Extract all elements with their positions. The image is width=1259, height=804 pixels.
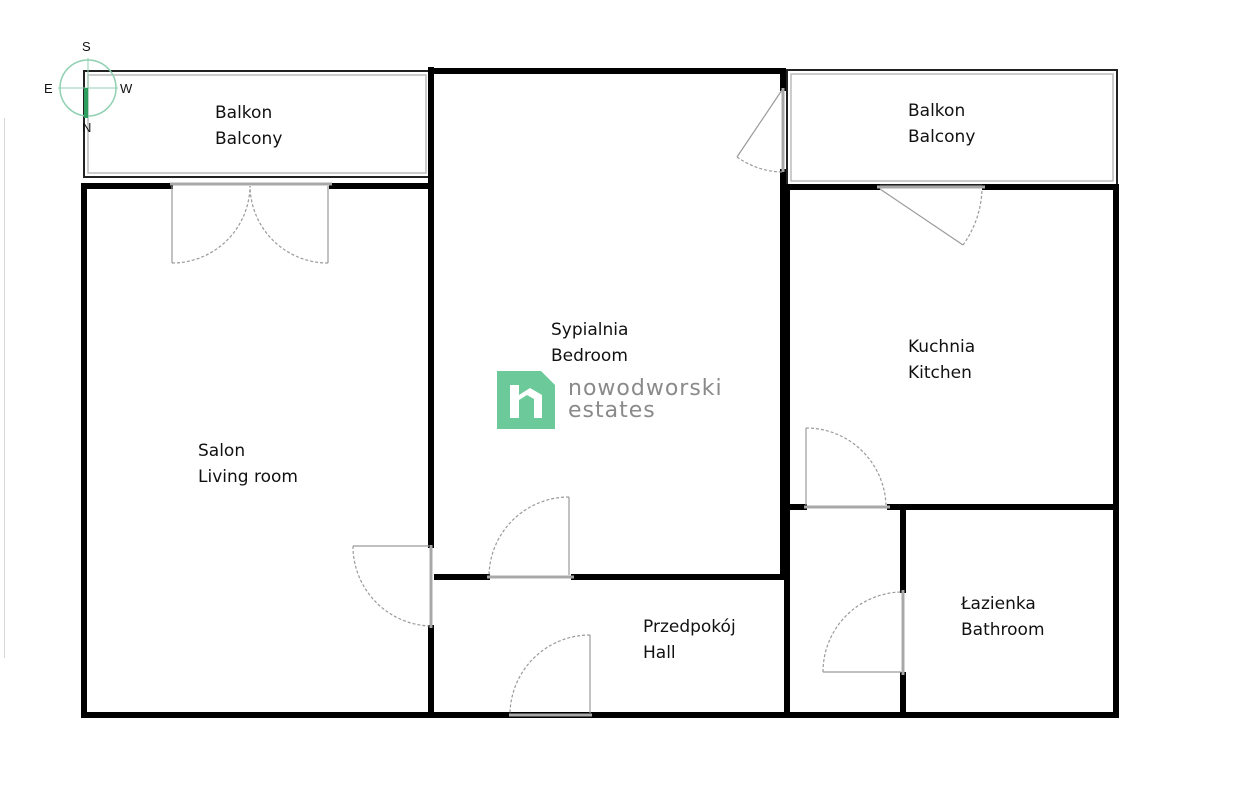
room-name-pl: Łazienka [961,594,1036,614]
room-name-pl: Balkon [215,103,273,123]
compass-south-label: S [82,39,91,54]
room-name-pl: Sypialnia [551,320,629,340]
brand-logo: nowodworski estates [497,371,723,429]
room-label-hall: Przedpokój Hall [643,614,736,666]
compass-east-label: E [44,81,53,96]
room-name-en: Kitchen [908,363,972,383]
logo-line-1: nowodworski [568,376,723,401]
logo-line-2: estates [568,398,656,423]
room-label-balcony-left: Balkon Balcony [215,100,282,152]
door-swings [171,89,983,714]
room-name-en: Hall [643,643,676,663]
room-name-en: Bedroom [551,346,628,366]
edge-line [4,118,5,658]
compass-north-label: N [82,120,92,135]
room-label-balcony-right: Balkon Balcony [908,98,975,150]
room-name-en: Balcony [908,127,976,147]
door-thresholds [170,88,985,717]
balcony-right-outline [786,69,1118,186]
room-label-kitchen: Kuchnia Kitchen [908,334,975,386]
walls [81,67,1119,718]
room-name-pl: Balkon [908,101,966,121]
room-name-en: Living room [198,467,298,487]
compass-icon [58,58,118,118]
room-name-pl: Przedpokój [643,617,736,637]
room-name-pl: Kuchnia [908,337,976,357]
room-name-pl: Salon [198,441,246,461]
room-name-en: Balcony [215,129,283,149]
compass-west-label: W [120,81,133,96]
room-label-living-room: Salon Living room [198,438,298,490]
room-label-bedroom: Sypialnia Bedroom [551,317,628,369]
room-name-en: Bathroom [961,620,1045,640]
house-logo-icon [497,371,555,429]
logo-text: nowodworski estates [568,378,723,422]
room-label-bathroom: Łazienka Bathroom [961,591,1045,643]
